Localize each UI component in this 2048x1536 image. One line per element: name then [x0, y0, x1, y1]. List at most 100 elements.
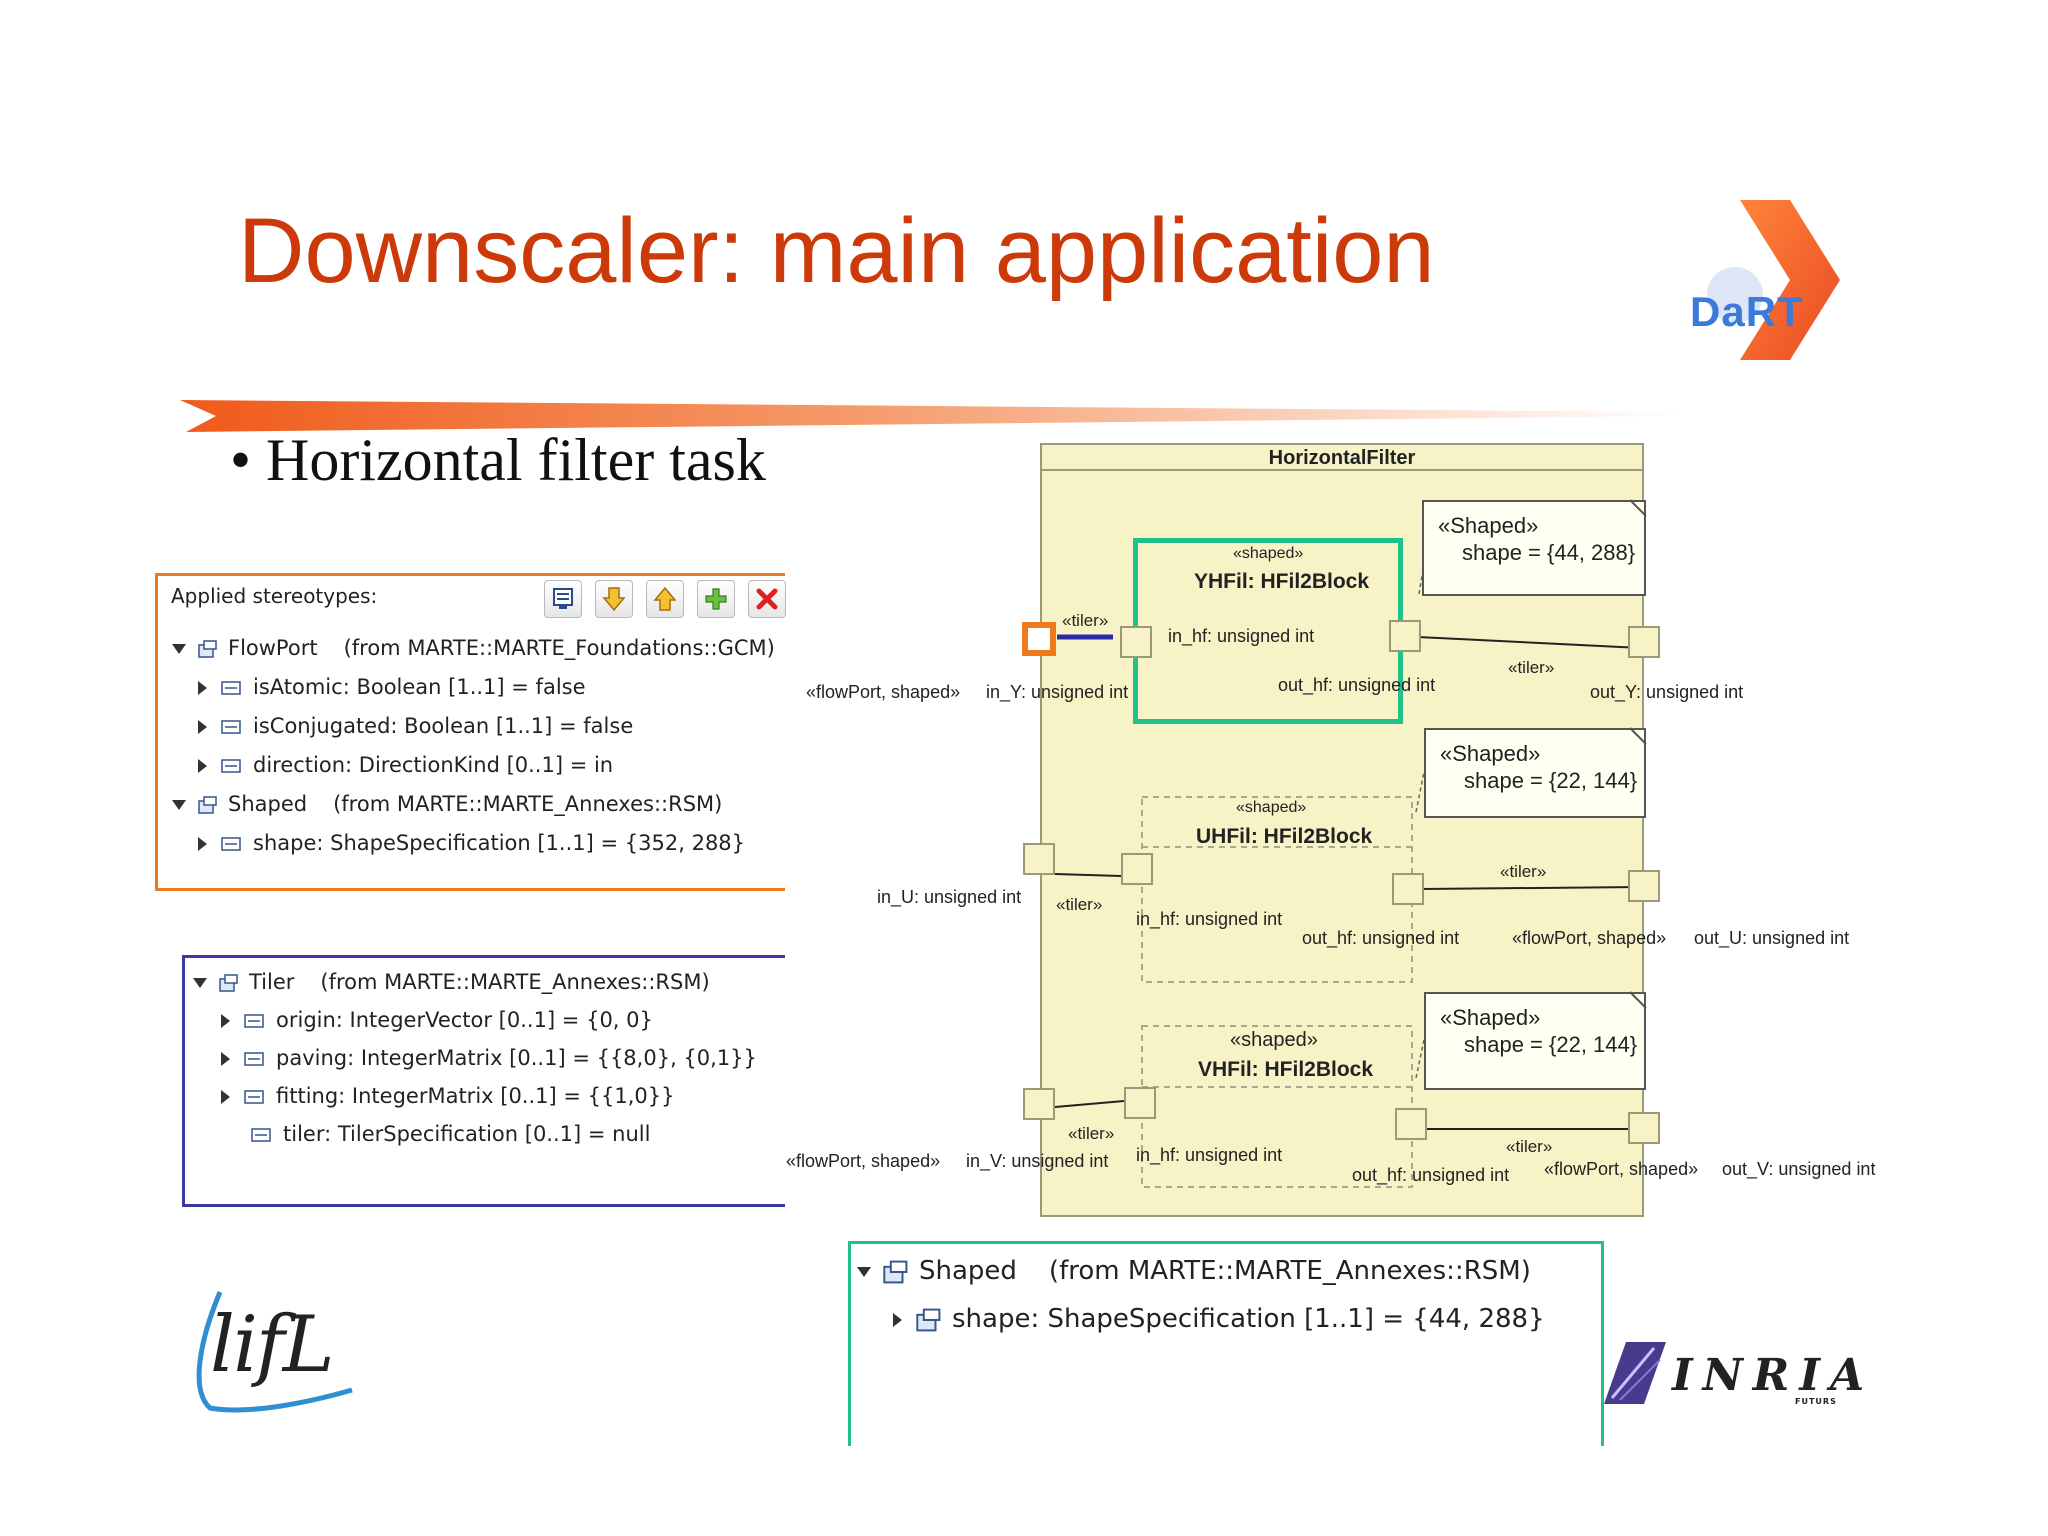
note-1-shape: shape = {44, 288} [1462, 540, 1636, 565]
in-y-label: in_Y: unsigned int [986, 682, 1129, 702]
tiler-label-2: «tiler» [1508, 658, 1555, 677]
port-out-y[interactable] [1628, 626, 1660, 658]
shaped-note-1 [1422, 500, 1646, 596]
tree-row-shape[interactable]: shape: ShapeSpecification [1..1] = {352,… [198, 833, 745, 854]
shaped-stereotype-panel: Shaped(from MARTE::MARTE_Annexes::RSM) s… [848, 1241, 1604, 1446]
component-title-bar [1042, 445, 1642, 471]
expand-icon[interactable] [198, 681, 207, 695]
note-3-stereotype: «Shaped» [1440, 1005, 1541, 1030]
uhfil-name[interactable]: UHFil: HFil2Block [1196, 825, 1373, 848]
tree-row-tiler[interactable]: Tiler(from MARTE::MARTE_Annexes::RSM) [193, 972, 710, 993]
uhfil-in-label: in_hf: unsigned int [1136, 909, 1283, 929]
inria-logo-mark [1604, 1342, 1666, 1404]
port-out-u[interactable] [1628, 870, 1660, 902]
tiler-label-1: «tiler» [1062, 611, 1109, 630]
yhfil-name[interactable]: YHFil: HFil2Block [1194, 570, 1370, 593]
dart-logo-text: DaRT [1690, 288, 1804, 335]
tree-row-isconjugated[interactable]: isConjugated: Boolean [1..1] = false [198, 716, 633, 737]
note-2-shape: shape = {22, 144} [1464, 768, 1638, 793]
vhfil-name[interactable]: VHFil: HFil2Block [1198, 1058, 1374, 1081]
port-vhfil-out[interactable] [1395, 1108, 1427, 1140]
property-icon [221, 759, 241, 773]
stereotype-icon [198, 640, 217, 658]
port-in-y[interactable] [1022, 622, 1056, 656]
collapse-icon[interactable] [857, 1266, 871, 1277]
tiler-stereotype-panel: Tiler(from MARTE::MARTE_Annexes::RSM) or… [182, 955, 785, 1207]
expand-icon[interactable] [893, 1312, 902, 1327]
uhfil-out-label: out_hf: unsigned int [1302, 928, 1460, 948]
apply-stereotype-button[interactable] [544, 580, 582, 618]
tree-row-shape[interactable]: shape: ShapeSpecification [1..1] = {44, … [893, 1306, 1545, 1332]
shaped-note-2 [1424, 728, 1646, 818]
tree-row-fitting[interactable]: fitting: IntegerMatrix [0..1] = {{1,0}} [221, 1086, 675, 1107]
expand-icon[interactable] [198, 837, 207, 851]
property-icon [244, 1052, 264, 1066]
tree-row-paving[interactable]: paving: IntegerMatrix [0..1] = {{8,0}, {… [221, 1048, 757, 1069]
stereotype-icon [198, 796, 217, 814]
move-down-button[interactable] [595, 580, 633, 618]
slide-title: Downscaler: main application [238, 200, 1435, 302]
stereotype-icon [916, 1308, 941, 1331]
applied-stereotypes-heading: Applied stereotypes: [171, 584, 378, 608]
plus-icon [705, 588, 727, 610]
shaped-note-3 [1424, 992, 1646, 1090]
move-up-button[interactable] [646, 580, 684, 618]
inria-logo-subtext: FUTURS [1795, 1397, 1837, 1406]
vhfil-in-label: in_hf: unsigned int [1136, 1145, 1283, 1165]
port-yhfil-out[interactable] [1389, 620, 1421, 652]
port-out-v[interactable] [1628, 1112, 1660, 1144]
lifl-logo-swoosh [196, 1291, 353, 1413]
expand-icon[interactable] [221, 1052, 230, 1066]
port-vhfil-in[interactable] [1124, 1087, 1156, 1119]
property-icon [221, 681, 241, 695]
collapse-icon[interactable] [172, 800, 186, 810]
in-y-stereotype: «flowPort, shaped» [806, 682, 961, 702]
property-icon [221, 720, 241, 734]
title-swoosh [180, 400, 1680, 432]
note-1-stereotype: «Shaped» [1438, 513, 1539, 538]
tiler-label-3: «tiler» [1500, 862, 1547, 881]
out-u-stereotype: «flowPort, shaped» [1512, 928, 1667, 948]
expand-icon[interactable] [221, 1090, 230, 1104]
tree-row-shaped[interactable]: Shaped(from MARTE::MARTE_Annexes::RSM) [172, 794, 722, 815]
tree-row-isatomic[interactable]: isAtomic: Boolean [1..1] = false [198, 677, 586, 698]
yhfil-stereotype: «shaped» [1233, 545, 1304, 562]
note-2-stereotype: «Shaped» [1440, 741, 1541, 766]
port-in-u[interactable] [1023, 843, 1055, 875]
stereotype-icon [553, 588, 573, 609]
arrow-down-icon [602, 587, 626, 612]
property-icon [251, 1128, 271, 1142]
expand-icon[interactable] [221, 1014, 230, 1028]
component-title: HorizontalFilter [1268, 447, 1416, 469]
tree-row-flowport[interactable]: FlowPort(from MARTE::MARTE_Foundations::… [172, 638, 775, 659]
tree-row-tiler-spec[interactable]: tiler: TilerSpecification [0..1] = null [251, 1124, 650, 1145]
port-uhfil-in[interactable] [1121, 853, 1153, 885]
bullet-text: • Horizontal filter task [230, 427, 766, 493]
in-v-label: in_V: unsigned int [966, 1151, 1109, 1171]
tree-row-shaped[interactable]: Shaped(from MARTE::MARTE_Annexes::RSM) [857, 1258, 1531, 1284]
close-icon [756, 588, 778, 610]
port-in-v[interactable] [1023, 1088, 1055, 1120]
inria-logo-text: INRIA [1672, 1350, 1875, 1401]
stereotype-icon [219, 974, 238, 992]
flowport-stereotype-panel: Applied stereotypes: FlowPort(from MARTE… [155, 573, 786, 891]
tiler-label-4: «tiler» [1056, 895, 1103, 914]
expand-icon[interactable] [198, 759, 207, 773]
collapse-icon[interactable] [193, 978, 207, 988]
in-u-label: in_U: unsigned int [877, 887, 1022, 907]
out-y-label: out_Y: unsigned int [1590, 682, 1744, 702]
collapse-icon[interactable] [172, 644, 186, 654]
vhfil-stereotype: «shaped» [1230, 1029, 1318, 1051]
lifl-logo-text: lifL [210, 1300, 335, 1390]
port-yhfil-in[interactable] [1120, 626, 1152, 658]
yhfil-in-label: in_hf: unsigned int [1168, 626, 1315, 646]
remove-button[interactable] [748, 580, 786, 618]
dart-logo [1707, 200, 1840, 360]
port-uhfil-out[interactable] [1392, 873, 1424, 905]
add-button[interactable] [697, 580, 735, 618]
tiler-label-6: «tiler» [1506, 1137, 1553, 1156]
tree-row-direction[interactable]: direction: DirectionKind [0..1] = in [198, 755, 613, 776]
tree-row-origin[interactable]: origin: IntegerVector [0..1] = {0, 0} [221, 1010, 653, 1031]
expand-icon[interactable] [198, 720, 207, 734]
